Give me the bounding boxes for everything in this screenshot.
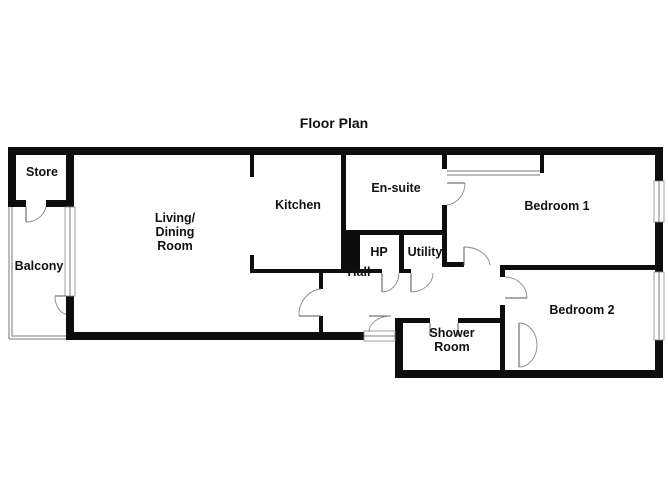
inner-walls [250, 155, 663, 378]
top-wall [8, 147, 663, 155]
room-label-kitchen: Kitchen [275, 198, 321, 212]
right-wall-top [655, 147, 663, 181]
bottom-wall-shower [395, 370, 663, 378]
hall-left-wall-upper [319, 273, 323, 289]
left-wall-store [8, 147, 16, 207]
bedroom2-left-wall-top [500, 265, 505, 277]
ensuite-bottom-wall [341, 230, 445, 235]
wardrobe-door-swing-2 [518, 344, 538, 368]
store-bottom-wall [8, 200, 26, 207]
plan-title: Floor Plan [300, 115, 368, 131]
bedroom1-bottom-wall-right [500, 265, 663, 270]
utility-door-swing [410, 272, 434, 293]
hall-front-door-swing [368, 315, 392, 333]
right-wall-mid [655, 222, 663, 272]
bottom-wall-hall-step [395, 318, 403, 378]
outer-walls [8, 147, 663, 378]
kitchen-left-wall-top [250, 155, 254, 177]
room-label-utility: Utility [408, 245, 443, 259]
doors [25, 182, 538, 368]
hall-left-wall-lower [319, 316, 323, 334]
balcony-rail [11, 207, 66, 337]
kitchen-right-wall [341, 155, 346, 273]
ensuite-right-wall-top [442, 155, 447, 169]
room-label-store: Store [26, 165, 58, 179]
balcony-outline [8, 207, 66, 340]
utility-bottom-wall [399, 269, 411, 273]
bedroom1-bottom-wall-left [442, 262, 464, 267]
room-label-balcony: Balcony [15, 259, 64, 273]
bedroom1-top-step [540, 155, 544, 173]
room-label-living-2: Dining [156, 225, 195, 239]
living-left-wall-lower [66, 296, 74, 340]
kitchen-left-wall-bottom [250, 255, 254, 273]
hp-block [344, 233, 360, 273]
room-label-shower-2: Room [434, 340, 469, 354]
shower-top-wall-right [458, 318, 504, 323]
store-bottom-wall-right [46, 200, 74, 207]
bedroom2-left-wall-bottom [500, 305, 505, 378]
room-label-bedroom1: Bedroom 1 [524, 199, 589, 213]
kitchen-bottom-wall [250, 269, 344, 273]
balcony-door-swing [54, 295, 67, 315]
bedroom1-door-swing [463, 246, 491, 266]
hp-right-wall [399, 233, 404, 273]
ensuite-door-swing [446, 182, 466, 206]
room-label-bedroom2: Bedroom 2 [549, 303, 614, 317]
room-label-hall: Hall [348, 265, 371, 279]
bedroom2-door-swing [504, 276, 528, 299]
living-left-wall-upper [66, 147, 74, 207]
room-label-ensuite: En-suite [371, 181, 420, 195]
store-door-swing [25, 206, 47, 223]
hp-door-swing [381, 272, 400, 293]
windows [64, 170, 665, 342]
room-labels: Store Balcony Living/ Dining Room Kitche… [15, 165, 615, 354]
room-label-living-3: Room [157, 239, 192, 253]
room-label-living-1: Living/ [155, 211, 196, 225]
ensuite-right-wall-bottom [442, 205, 447, 265]
shower-top-wall-left [395, 318, 430, 323]
right-wall-bottom [655, 340, 663, 378]
room-label-shower-1: Shower [429, 326, 474, 340]
wardrobe-door-swing-1 [518, 322, 538, 346]
room-label-hp: HP [370, 245, 387, 259]
bottom-wall-living [66, 332, 364, 340]
hp-bottom-wall [360, 269, 382, 273]
hall-living-door-swing [298, 288, 322, 317]
